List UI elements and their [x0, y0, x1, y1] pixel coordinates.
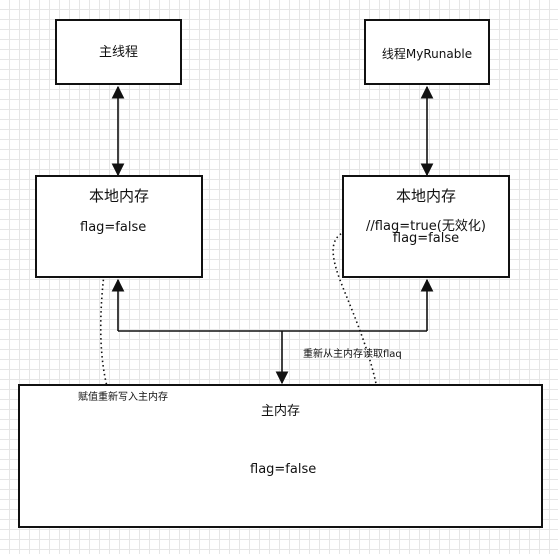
main-thread-label: 主线程 [98, 45, 138, 60]
main-memory-value: flag=false [250, 462, 317, 477]
local-memory-right-line2: flag=false [392, 231, 460, 246]
edge-write-back-dotted [100, 243, 215, 475]
main-thread-box: 主线程 [55, 19, 182, 85]
local-memory-left-value: flag=false [80, 220, 147, 235]
write-back-label: 赋值重新写入主内存 [78, 392, 168, 403]
runnable-thread-label: 线程MyRunable [381, 47, 473, 61]
local-memory-right-box: 本地内存 //flag=true(无效化) flag=false [342, 175, 510, 278]
local-memory-right-title: 本地内存 [395, 187, 456, 205]
local-memory-right-line1: //flag=true(无效化) [366, 219, 486, 234]
local-memory-left-title: 本地内存 [88, 187, 149, 205]
reread-label: 重新从主内存读取flaq [303, 349, 402, 360]
main-memory-box: 主内存 flag=false [18, 384, 543, 528]
main-memory-title: 主内存 [260, 404, 300, 419]
runnable-thread-box: 线程MyRunable [364, 19, 490, 85]
local-memory-left-box: 本地内存 flag=false [35, 175, 203, 278]
